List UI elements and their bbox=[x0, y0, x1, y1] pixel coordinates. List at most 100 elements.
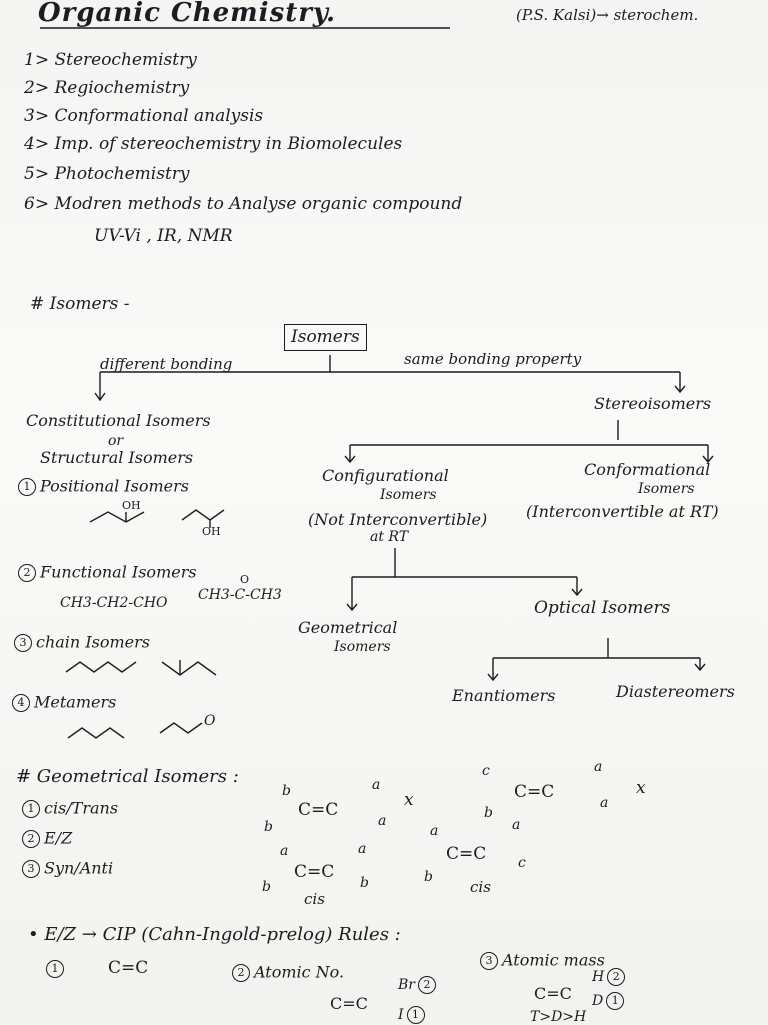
syllabus-item-5: 5> Photochemistry bbox=[24, 164, 190, 184]
cip-rule-3-label: Atomic mass bbox=[502, 950, 605, 970]
conformational: Conformational bbox=[584, 460, 711, 479]
positional-label: Positional Isomers bbox=[40, 476, 189, 496]
number-badge: 3 bbox=[14, 634, 32, 652]
cip-rule-1: 1 bbox=[46, 960, 68, 978]
syllabus-item-2: 2> Regiochemistry bbox=[24, 78, 190, 98]
rank-badge: 2 bbox=[607, 968, 626, 986]
number-badge: 3 bbox=[480, 952, 498, 970]
number-badge: 3 bbox=[22, 860, 40, 878]
syllabus-item-3: 3> Conformational analysis bbox=[24, 106, 264, 126]
functional-label: Functional Isomers bbox=[40, 562, 197, 582]
sub-b-1: b bbox=[282, 783, 291, 799]
positional-oh-2: OH bbox=[202, 525, 221, 538]
rank-badge: 1 bbox=[406, 1006, 425, 1024]
sub-a-6: a bbox=[358, 841, 367, 857]
functional-example-ketone: CH3-C-CH3 bbox=[198, 587, 282, 603]
diastereomers: Diastereomers bbox=[616, 682, 735, 701]
metamers-label: Metamers bbox=[34, 692, 117, 712]
constitutional-isomers: Constitutional Isomers bbox=[26, 411, 211, 430]
double-bond-3: C=C bbox=[294, 862, 335, 882]
sub-a-1: a bbox=[372, 777, 381, 793]
metamer-oxygen: O bbox=[204, 713, 216, 729]
sub-c-2: c bbox=[518, 855, 526, 871]
sub-a-7: a bbox=[430, 823, 439, 839]
cip-rule-2-label: Atomic No. bbox=[254, 962, 345, 982]
number-badge: 4 bbox=[12, 694, 30, 712]
stereoisomers: Stereoisomers bbox=[594, 394, 712, 413]
sub-a-4: a bbox=[600, 795, 609, 811]
functional-ketone-oxygen: O bbox=[240, 573, 250, 586]
functional-example-aldehyde: CH3-CH2-CHO bbox=[60, 595, 168, 611]
conformational-sub: Isomers bbox=[638, 481, 695, 497]
configurational-note-2: at RT bbox=[370, 529, 409, 545]
number-badge: 2 bbox=[22, 830, 40, 848]
positional-oh-1: OH bbox=[122, 499, 141, 512]
cip-rule-3-double-bond: C=C bbox=[534, 984, 572, 1003]
d-atom: D bbox=[592, 993, 604, 1009]
tree-root-isomers: Isomers bbox=[284, 324, 367, 351]
reference-note: (P.S. Kalsi)→ sterochem. bbox=[516, 6, 699, 24]
sub-c-1: c bbox=[482, 763, 490, 779]
number-badge: 1 bbox=[18, 478, 36, 496]
cip-mass-order: T>D>H bbox=[530, 1009, 587, 1025]
cis-trans-label: cis/Trans bbox=[44, 798, 119, 818]
ez-label: E/Z bbox=[44, 828, 73, 848]
sub-b-6: b bbox=[424, 869, 433, 885]
cip-rule-1-sketch: C=C bbox=[108, 958, 149, 978]
sub-b-5: b bbox=[360, 875, 369, 891]
configurational-sub: Isomers bbox=[380, 487, 437, 503]
syllabus-item-6-detail: UV-Vi , IR, NMR bbox=[94, 226, 233, 246]
sub-b-2: b bbox=[264, 819, 273, 835]
branch-label-same: same bonding property bbox=[404, 350, 582, 368]
rank-badge: 1 bbox=[606, 992, 625, 1010]
double-bond-4: C=C bbox=[446, 844, 487, 864]
syllabus-item-1: 1> Stereochemistry bbox=[24, 50, 197, 70]
sub-a-5: a bbox=[280, 843, 289, 859]
structural-isomers: Structural Isomers bbox=[40, 448, 194, 467]
number-badge: 1 bbox=[46, 960, 64, 978]
branch-label-different: different bonding bbox=[100, 355, 233, 373]
configurational-note: (Not Interconvertible) bbox=[308, 510, 488, 529]
syllabus-item-4: 4> Imp. of stereochemistry in Biomolecul… bbox=[24, 134, 403, 154]
sub-a-8: a bbox=[512, 817, 521, 833]
cis-label-2: cis bbox=[470, 878, 491, 896]
h-atom: H bbox=[592, 969, 605, 985]
chain-label: chain Isomers bbox=[36, 632, 150, 652]
i-atom: I bbox=[398, 1007, 404, 1023]
or-label: or bbox=[108, 433, 124, 449]
enantiomers: Enantiomers bbox=[452, 686, 556, 705]
cross-mark-1: x bbox=[404, 790, 414, 810]
cip-heading: • E/Z → CIP (Cahn-Ingold-prelog) Rules : bbox=[28, 924, 401, 945]
sub-b-3: b bbox=[484, 805, 493, 821]
geometrical-isomers-sub: Isomers bbox=[334, 639, 391, 655]
number-badge: 2 bbox=[232, 964, 250, 982]
configurational: Configurational bbox=[322, 466, 449, 485]
geometrical-heading: # Geometrical Isomers : bbox=[16, 766, 239, 787]
sub-a-2: a bbox=[378, 813, 387, 829]
optical-isomers: Optical Isomers bbox=[534, 598, 671, 618]
syn-anti-label: Syn/Anti bbox=[44, 858, 114, 878]
number-badge: 2 bbox=[18, 564, 36, 582]
geometrical-isomers: Geometrical bbox=[298, 618, 398, 637]
page-title: Organic Chemistry. bbox=[38, 0, 337, 28]
isomers-heading: # Isomers - bbox=[30, 294, 130, 314]
cip-rule-2-double-bond: C=C bbox=[330, 994, 368, 1013]
rank-badge: 2 bbox=[417, 976, 436, 994]
sub-a-3: a bbox=[594, 759, 603, 775]
number-badge: 1 bbox=[22, 800, 40, 818]
br-atom: Br bbox=[398, 977, 415, 993]
conformational-note: (Interconvertible at RT) bbox=[526, 502, 719, 521]
